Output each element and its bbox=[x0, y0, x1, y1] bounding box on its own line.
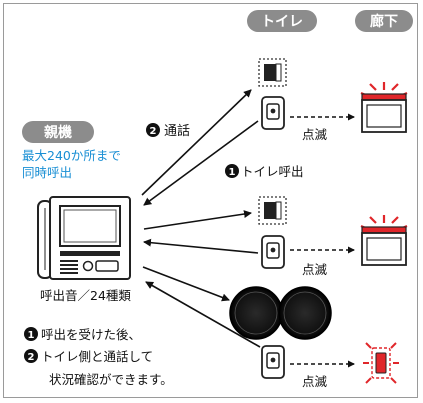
arrow-toilet-call-to-master bbox=[143, 120, 259, 206]
speaker-right-icon bbox=[278, 286, 332, 340]
talk-number-badge: 2 bbox=[150, 126, 157, 137]
blink-label-2: 点滅 bbox=[302, 262, 328, 277]
corridor-header-pill: 廊下 bbox=[355, 10, 413, 32]
connection-arrows bbox=[141, 89, 261, 348]
blink-arrows bbox=[290, 113, 355, 368]
toilet-call-text: トイレ呼出 bbox=[241, 164, 304, 179]
blink-label-3: 点滅 bbox=[302, 374, 328, 389]
arrow-middle-toilet-to-master bbox=[143, 238, 259, 254]
master-caption-line2: 同時呼出 bbox=[22, 165, 72, 180]
arrow-talk-to-toilet bbox=[141, 89, 252, 196]
indicator-lamp-lower-icon bbox=[363, 342, 399, 384]
toilet-call-label: 1 トイレ呼出 bbox=[225, 164, 304, 179]
note-badge-1: 1 bbox=[28, 330, 35, 341]
corridor-lamp-middle-icon bbox=[360, 215, 408, 266]
arrow-to-speaker bbox=[142, 266, 230, 302]
arrow-bottom-toilet-to-master bbox=[145, 281, 261, 348]
diagram-frame bbox=[3, 3, 418, 398]
note-line3: 状況確認ができます。 bbox=[49, 372, 173, 387]
talk-text: 通話 bbox=[164, 123, 190, 139]
speaker-left-icon bbox=[229, 286, 283, 340]
toilet-call-button-upper-icon bbox=[258, 58, 287, 130]
toilet-call-number-badge: 1 bbox=[229, 167, 236, 178]
toilet-call-button-lower-icon bbox=[261, 345, 285, 379]
master-header-label: 親機 bbox=[44, 124, 72, 141]
talk-label: 2 通話 bbox=[146, 123, 190, 139]
ring-tones-label: 呼出音／24種類 bbox=[40, 288, 131, 303]
note-badge-2: 2 bbox=[28, 352, 35, 363]
toilet-header-pill: トイレ bbox=[247, 10, 317, 32]
note-line1: 呼出を受けた後、 bbox=[41, 327, 141, 342]
master-caption-line1: 最大240か所まで bbox=[22, 148, 121, 163]
toilet-call-button-middle-icon bbox=[258, 196, 287, 269]
blink-label-1: 点滅 bbox=[302, 127, 328, 142]
corridor-header-label: 廊下 bbox=[370, 13, 398, 30]
notes-block: 1 呼出を受けた後、 2 トイレ側と通話して 状況確認ができます。 bbox=[24, 327, 173, 387]
corridor-lamp-upper-icon bbox=[360, 82, 408, 133]
note-line2: トイレ側と通話して bbox=[41, 349, 153, 364]
master-header-pill: 親機 bbox=[22, 121, 94, 143]
master-station-icon bbox=[37, 196, 131, 280]
toilet-header-label: トイレ bbox=[261, 14, 303, 30]
arrow-to-middle-toilet bbox=[143, 210, 252, 230]
